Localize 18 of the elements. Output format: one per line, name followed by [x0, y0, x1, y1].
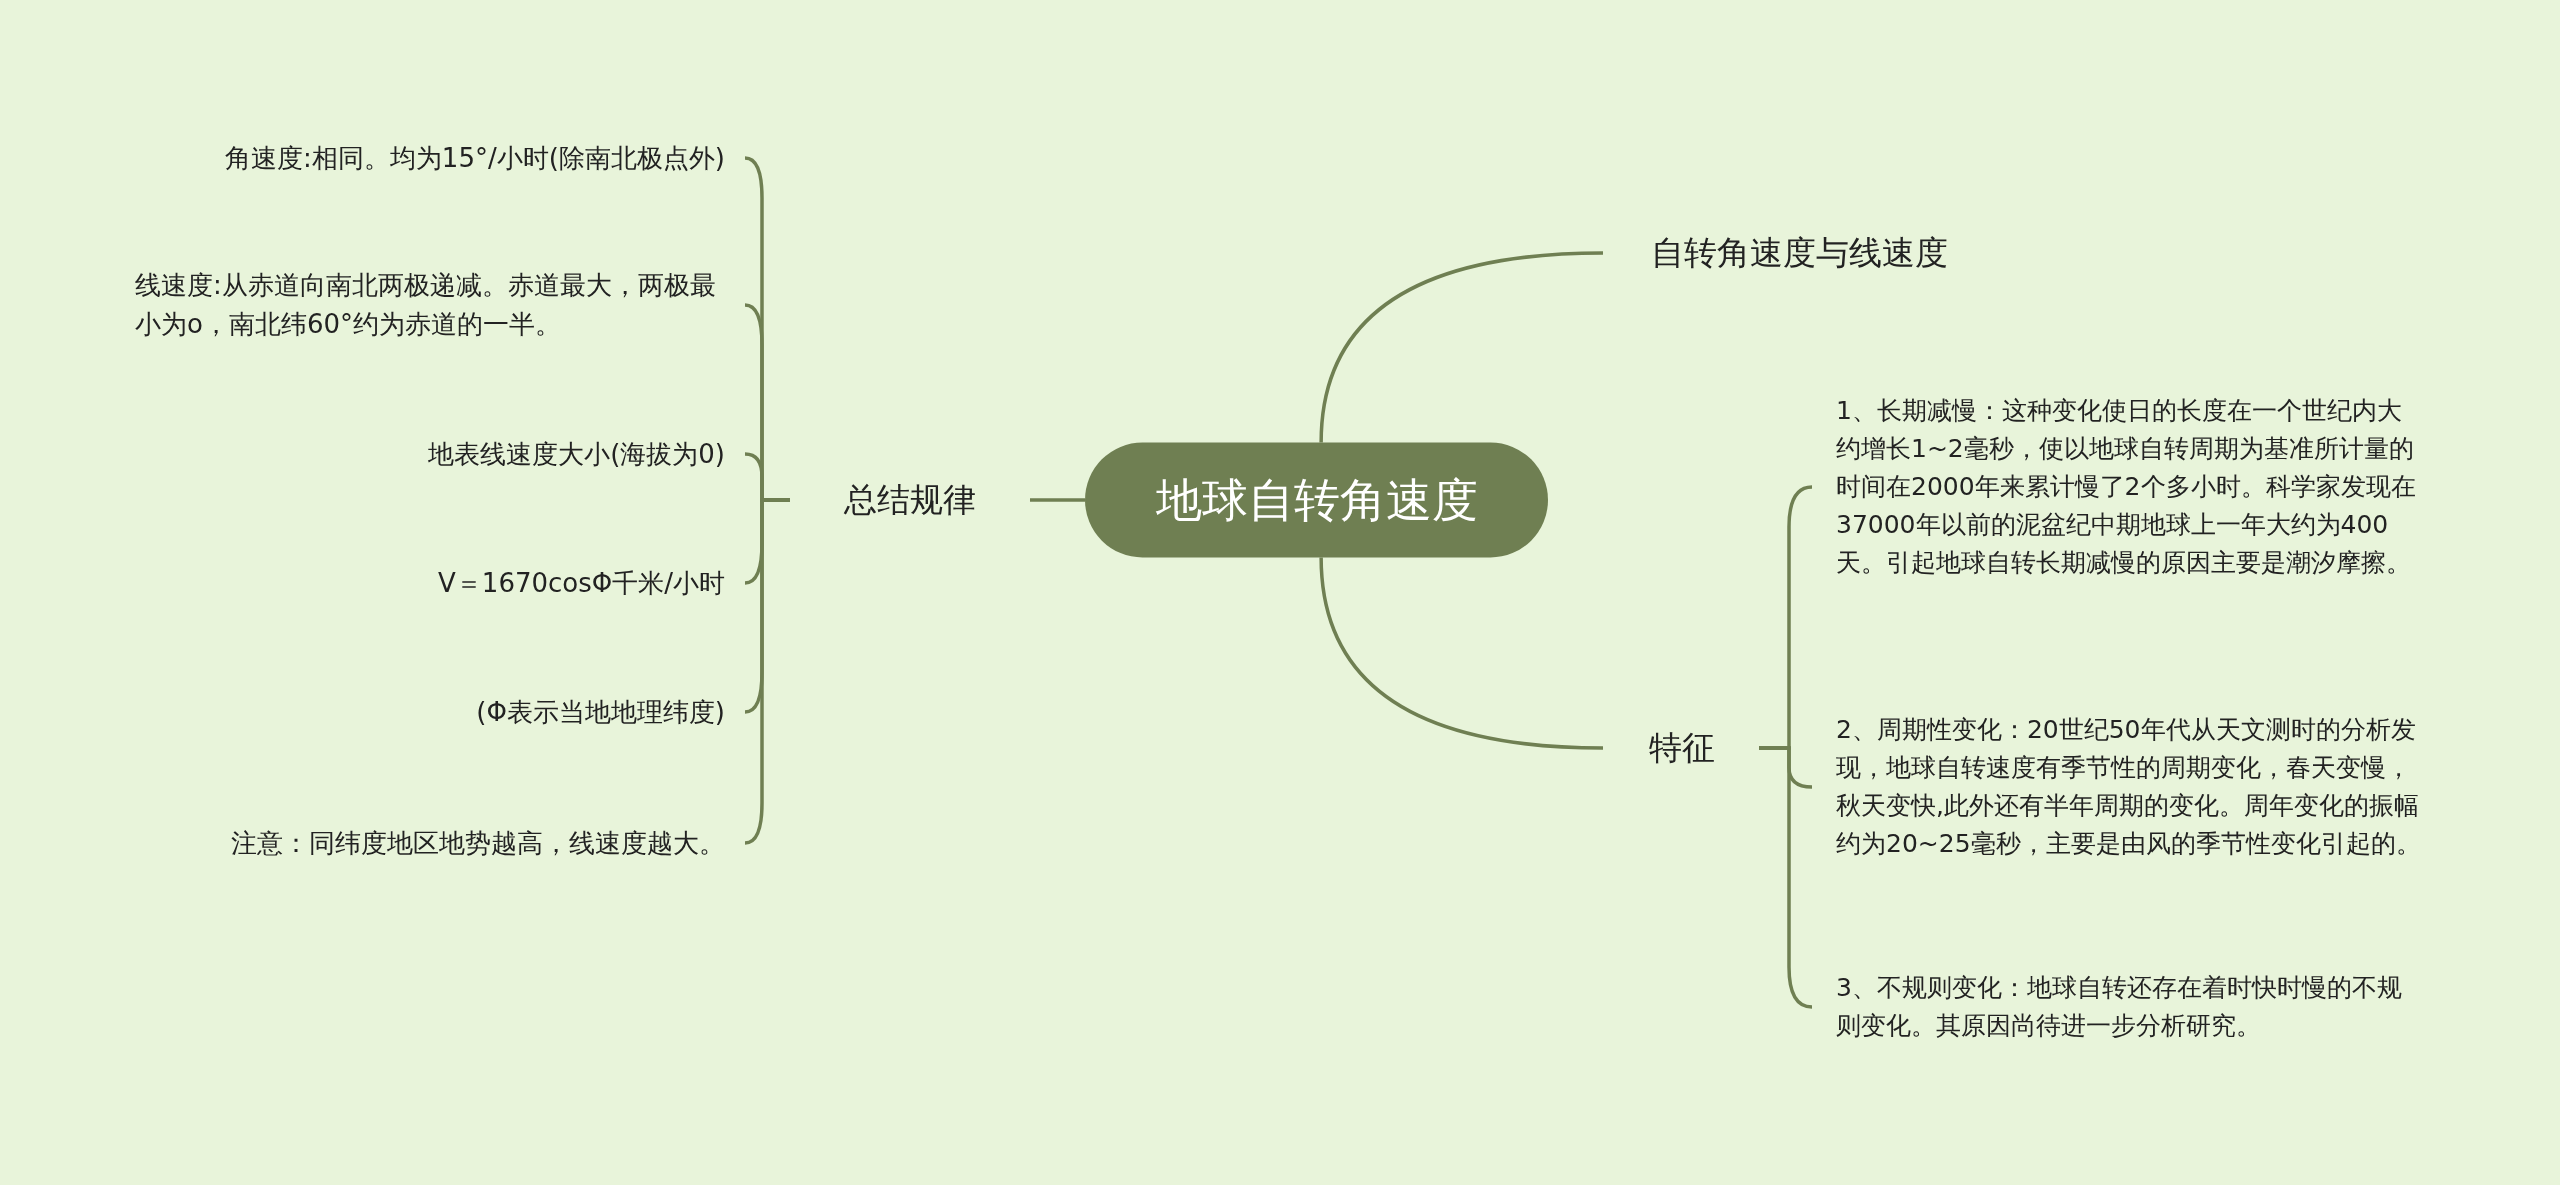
topic-text: 2、周期性变化：20世纪50年代从天文测时的分析发现，地球自转速度有季节性的周期变化，春天变慢，秋天变快,此外还有半年周期的变化。周年变化的振幅约为20~25毫秒，主要是由风的季节性变化引起的。 [1812, 707, 2432, 867]
topic-text: 地表线速度大小(海拔为0) [418, 428, 745, 480]
connector-line [744, 498, 790, 845]
topic-text: V＝1670cosΦ千米/小时 [428, 557, 745, 609]
connector-line [1759, 746, 1813, 1009]
topic-text: 1、长期减慢：这种变化使日的长度在一个世纪内大约增长1~2毫秒，使以地球自转周期为基准所计量的时间在2000年来累计慢了2个多小时。科学家发现在37000年以前的泥盆纪中期地球上一年大约为400天。引起地球自转长期减慢的原因主要是潮汐摩擦。 [1812, 388, 2432, 586]
topic-text: 角速度:相同。均为15°/小时(除南北极点外) [215, 132, 745, 184]
connector-line [1319, 557, 1604, 750]
topic-text: 线速度:从赤道向南北两极递减。赤道最大，两极最小为o，南北纬60°约为赤道的一半。 [125, 260, 745, 350]
connector-line [1030, 498, 1085, 502]
topic-text: (Φ表示当地地理纬度) [466, 686, 745, 738]
topic-text: 3、不规则变化：地球自转还存在着时快时慢的不规则变化。其原因尚待进一步分析研究。 [1812, 965, 2432, 1049]
topic-text: 特征 [1603, 715, 1759, 781]
topic-text: 自转角速度与线速度 [1603, 220, 1968, 286]
topic-text: 总结规律 [790, 465, 1030, 535]
topic-text: 注意：同纬度地区地势越高，线速度越大。 [221, 817, 745, 869]
connector-line [1319, 251, 1604, 443]
central-topic: 地球自转角速度 [1085, 442, 1548, 558]
